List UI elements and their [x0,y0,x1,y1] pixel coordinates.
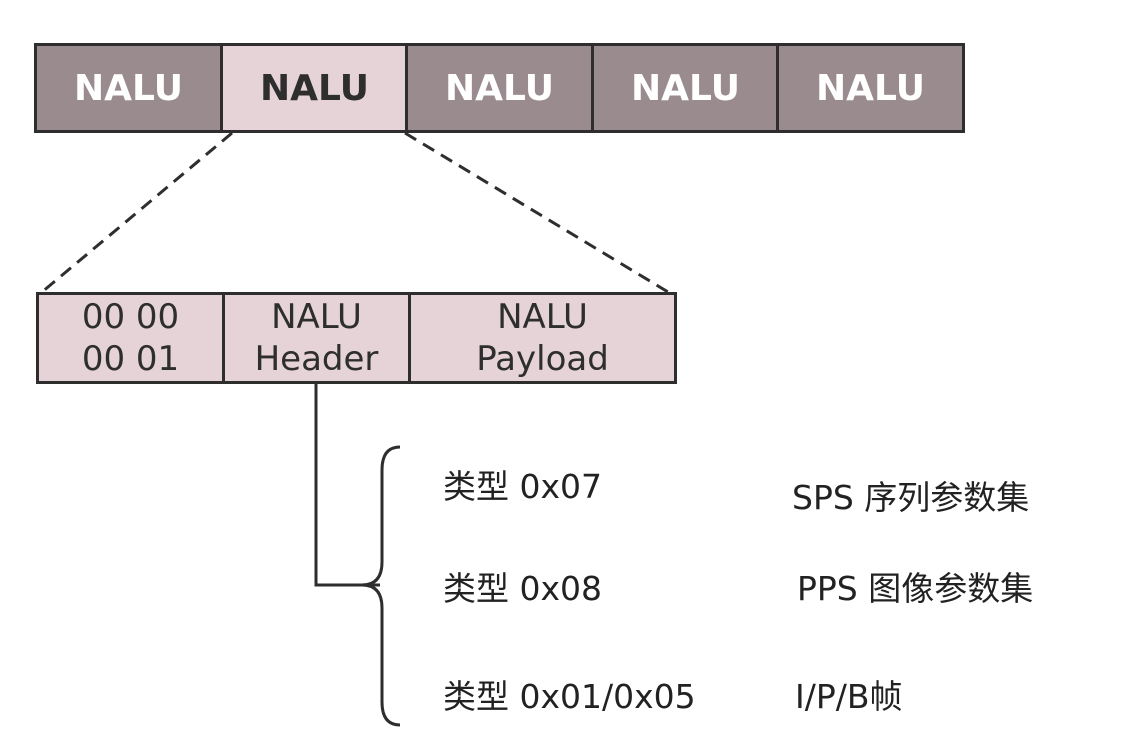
start-code-line-1: 00 00 [81,297,180,337]
zoom-dashed-line-left [41,131,233,294]
nalu-payload-line-2: Payload [476,339,609,379]
start-code-box: 00 00 00 01 [36,292,225,384]
zoom-dashed-line-right [404,131,669,294]
stream-nalu-3: NALU [405,43,594,133]
nalu-header-box: NALU Header [222,292,411,384]
stream-nalu-label: NALU [260,67,369,109]
curly-brace [361,445,401,727]
stream-nalu-5: NALU [776,43,965,133]
stream-nalu-4: NALU [591,43,780,133]
stream-nalu-label: NALU [445,67,554,109]
nalu-header-line-2: Header [254,339,379,379]
stream-nalu-label: NALU [74,67,183,109]
stream-nalu-2-highlighted: NALU [220,43,409,133]
header-connector-line [314,384,380,587]
nalu-header-line-1: NALU [271,297,362,337]
type-code-pps: 类型 0x08 [443,569,603,608]
type-meaning-frame: I/P/B帧 [795,677,903,716]
nalu-payload-box: NALU Payload [408,292,677,384]
start-code-line-2: 00 01 [81,339,180,379]
nalu-payload-line-1: NALU [497,297,588,337]
stream-nalu-label: NALU [816,67,925,109]
type-code-sps: 类型 0x07 [443,467,603,506]
type-meaning-sps: SPS 序列参数集 [792,478,1030,517]
type-meaning-pps: PPS 图像参数集 [797,569,1034,608]
stream-nalu-1: NALU [34,43,223,133]
stream-nalu-label: NALU [631,67,740,109]
type-code-frame: 类型 0x01/0x05 [443,677,696,716]
